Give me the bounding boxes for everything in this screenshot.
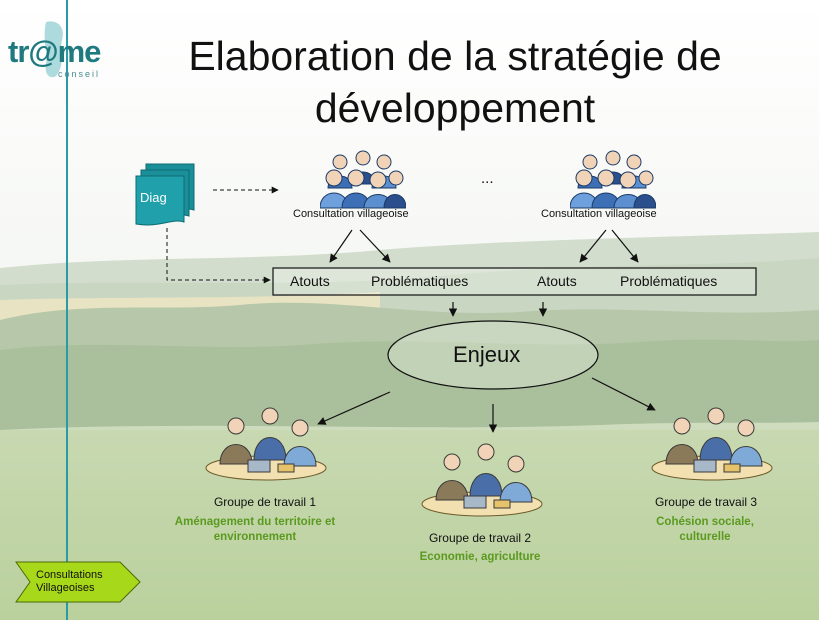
arrow-c1-atouts [329, 229, 353, 263]
group-theme-2-line-1: Economie, agriculture [419, 551, 541, 563]
group-name-2: Groupe de travail 2 [428, 531, 532, 545]
box-item-atouts-2: Atouts [537, 273, 577, 289]
nav-tag-consultations-villageoises[interactable]: Consultations Villageoises [14, 560, 142, 604]
title-line-2: développement [314, 85, 596, 131]
vertical-rule [66, 0, 68, 620]
dashed-arrow-diag-to-box [166, 228, 271, 284]
group-theme-2: Economie, agriculture [380, 550, 580, 565]
box-item-atouts-1: Atouts [290, 273, 330, 289]
consultation-label-1: Consultation villageoise [293, 208, 409, 220]
enjeux-label: Enjeux [453, 342, 521, 367]
work-group-icon-2 [421, 443, 543, 517]
consultation-label-2: Consultation villageoise [541, 208, 657, 220]
arrow-c2-problematiques [611, 229, 639, 263]
ellipsis-label: ... [481, 170, 494, 187]
work-group-icon-1 [205, 407, 327, 481]
group-theme-1-line-1: Aménagement du territoire et [174, 516, 336, 528]
arrow-c2-atouts [579, 229, 607, 263]
arrow-enjeux-to-group3 [591, 377, 656, 411]
title-line-1: Elaboration de la stratégie de [188, 33, 722, 79]
people-group-icon-1 [320, 150, 406, 209]
group-name-3: Groupe de travail 3 [654, 495, 758, 509]
logo-brush-mark [44, 21, 63, 78]
nav-tag-line-2: Villageoises [36, 582, 95, 594]
group-name-1: Groupe de travail 1 [213, 495, 317, 509]
logo-subtitle: conseil [58, 69, 101, 79]
group-theme-3: Cohésion sociale, culturelle [630, 515, 780, 545]
page-title: Elaboration de la stratégie de développe… [130, 30, 780, 134]
diag-document-icon [135, 163, 195, 226]
box-item-problematiques-1: Problématiques [371, 273, 469, 289]
group-theme-1: Aménagement du territoire et environneme… [151, 515, 359, 545]
enjeux-ellipse [387, 320, 599, 390]
arrow-c1-problematiques [359, 229, 391, 263]
group-theme-1-line-2: environnement [213, 531, 297, 543]
arrow-enjeux-to-group1 [317, 391, 391, 425]
group-theme-3-line-1: Cohésion sociale, [656, 516, 754, 528]
group-theme-3-line-2: culturelle [679, 531, 731, 543]
nav-tag-line-1: Consultations [36, 569, 103, 581]
work-group-icon-3 [651, 407, 773, 481]
results-box [272, 267, 757, 296]
logo-text: tr@me [8, 34, 101, 69]
box-item-problematiques-2: Problématiques [620, 273, 718, 289]
nav-tag-label: Consultations Villageoises [36, 569, 103, 595]
chevron-tag-shape [15, 561, 141, 603]
people-group-icon-2 [570, 150, 656, 209]
diag-label: Diag [140, 190, 167, 205]
